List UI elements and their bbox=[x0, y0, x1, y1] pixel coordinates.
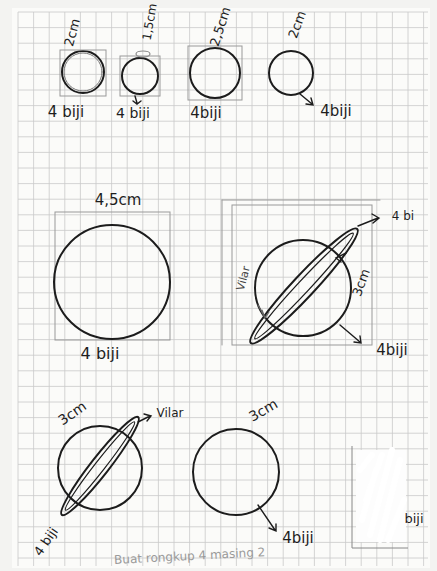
grid-line bbox=[18, 168, 428, 169]
grid-line bbox=[18, 542, 428, 543]
grid-line bbox=[252, 12, 253, 566]
grid-line bbox=[18, 355, 428, 356]
grid-line bbox=[18, 324, 428, 325]
grid-line bbox=[423, 12, 424, 566]
grid-line bbox=[298, 12, 299, 566]
dimension-label: 4,5cm bbox=[95, 193, 142, 208]
leader-arrow bbox=[300, 94, 313, 105]
grid-line bbox=[283, 12, 284, 566]
circle-outline bbox=[190, 48, 240, 98]
leader-arrow bbox=[138, 414, 151, 422]
planet-ring bbox=[62, 419, 139, 513]
leader-arrow bbox=[133, 96, 141, 104]
leader-arrow bbox=[258, 305, 269, 318]
pencil-line bbox=[222, 200, 380, 201]
pencil-box bbox=[120, 56, 160, 96]
grid-line bbox=[18, 292, 428, 293]
grid-line bbox=[142, 12, 143, 566]
pencil-box bbox=[55, 212, 170, 340]
planet-outline bbox=[255, 240, 351, 336]
grid-line bbox=[345, 12, 346, 566]
grid-line bbox=[330, 12, 331, 566]
grid-line bbox=[18, 136, 428, 137]
circle-outline bbox=[122, 58, 158, 94]
quantity-label: 4biji bbox=[376, 343, 408, 358]
grid-line bbox=[18, 152, 428, 153]
planet-ring bbox=[55, 412, 146, 521]
circle-outline bbox=[54, 225, 170, 339]
circle-outline bbox=[193, 429, 279, 515]
pencil-line bbox=[352, 446, 408, 548]
grid-line bbox=[18, 246, 428, 247]
pencil-box bbox=[188, 46, 242, 100]
grid-line bbox=[18, 121, 428, 122]
pencil-box bbox=[232, 205, 372, 345]
quantity-label: 4 bi bbox=[392, 210, 414, 222]
quantity-label: 4biji bbox=[190, 106, 222, 121]
grid-line bbox=[220, 12, 221, 566]
grid-line bbox=[111, 12, 112, 566]
quantity-label: 4 biji bbox=[116, 106, 150, 120]
grid-line bbox=[18, 12, 19, 566]
quantity-label: 4 biji bbox=[81, 346, 120, 362]
graph-grid bbox=[18, 12, 428, 566]
grid-line bbox=[158, 12, 159, 566]
grid-line bbox=[18, 448, 428, 449]
grid-line bbox=[408, 12, 409, 566]
planet-ring bbox=[243, 221, 365, 350]
leader-arrow bbox=[340, 325, 361, 343]
grid-line bbox=[18, 214, 428, 215]
circle-outline bbox=[62, 51, 104, 93]
grid-line bbox=[18, 417, 428, 418]
whiteout-scribble bbox=[356, 450, 406, 542]
grid-line bbox=[18, 58, 428, 59]
grid-line bbox=[96, 12, 97, 566]
grid-line bbox=[18, 183, 428, 184]
quantity-label: 4biji bbox=[282, 531, 314, 546]
grid-line bbox=[314, 12, 315, 566]
grid-line bbox=[18, 370, 428, 371]
grid-line bbox=[189, 12, 190, 566]
grid-line bbox=[18, 230, 428, 231]
grid-line bbox=[33, 12, 34, 566]
leader-arrow bbox=[258, 505, 276, 531]
grid-line bbox=[267, 12, 268, 566]
leader-arrow bbox=[336, 253, 346, 262]
grid-line bbox=[49, 12, 50, 566]
quantity-label: biji bbox=[404, 512, 423, 525]
material-label: Vilar bbox=[157, 407, 184, 419]
grid-line bbox=[18, 74, 428, 75]
pencil-line bbox=[222, 200, 223, 345]
grid-line bbox=[18, 308, 428, 309]
grid-line bbox=[18, 43, 428, 44]
grid-line bbox=[18, 261, 428, 262]
grid-line bbox=[18, 199, 428, 200]
quantity-label: 4 biji bbox=[48, 105, 84, 120]
pencil-box bbox=[60, 50, 106, 96]
grid-line bbox=[18, 433, 428, 434]
quantity-label: 4biji bbox=[320, 104, 352, 119]
circle-outline bbox=[269, 51, 313, 95]
grid-line bbox=[127, 12, 128, 566]
grid-line bbox=[64, 12, 65, 566]
paper bbox=[12, 8, 430, 568]
circle-outline bbox=[64, 53, 102, 91]
grid-line bbox=[18, 386, 428, 387]
grid-line bbox=[174, 12, 175, 566]
leader-arrow bbox=[358, 214, 379, 226]
